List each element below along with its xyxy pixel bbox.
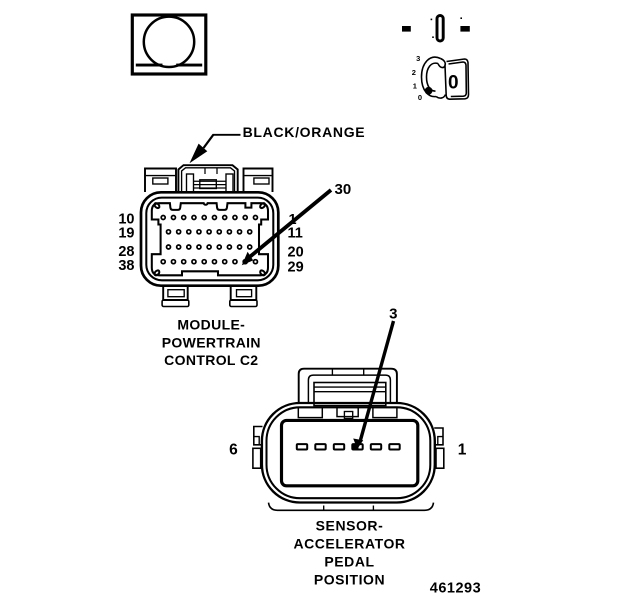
svg-text:ACCELERATOR: ACCELERATOR (293, 535, 405, 551)
svg-text:MODULE-: MODULE- (177, 316, 245, 332)
svg-text:1: 1 (458, 441, 467, 458)
svg-text:2: 2 (412, 68, 416, 77)
svg-text:0: 0 (418, 93, 422, 102)
svg-text:POWERTRAIN: POWERTRAIN (162, 335, 261, 351)
svg-text:38: 38 (118, 258, 134, 274)
svg-text:29: 29 (288, 260, 304, 276)
svg-text:PEDAL: PEDAL (324, 553, 374, 569)
svg-text:0: 0 (448, 72, 459, 93)
svg-text:6: 6 (229, 441, 238, 458)
svg-text:BLACK/ORANGE: BLACK/ORANGE (243, 124, 366, 140)
svg-text:461293: 461293 (430, 580, 481, 596)
svg-text:20: 20 (288, 244, 304, 260)
svg-text:CONTROL C2: CONTROL C2 (164, 352, 258, 368)
svg-text:3: 3 (389, 305, 397, 322)
svg-text:19: 19 (118, 226, 134, 242)
svg-text:1: 1 (413, 82, 417, 91)
svg-text:30: 30 (335, 181, 352, 198)
svg-text:3: 3 (416, 54, 420, 63)
svg-text:10: 10 (118, 211, 134, 227)
svg-text:11: 11 (288, 226, 303, 242)
svg-text:POSITION: POSITION (314, 571, 385, 587)
svg-text:28: 28 (118, 244, 134, 260)
svg-text:SENSOR-: SENSOR- (316, 518, 384, 534)
